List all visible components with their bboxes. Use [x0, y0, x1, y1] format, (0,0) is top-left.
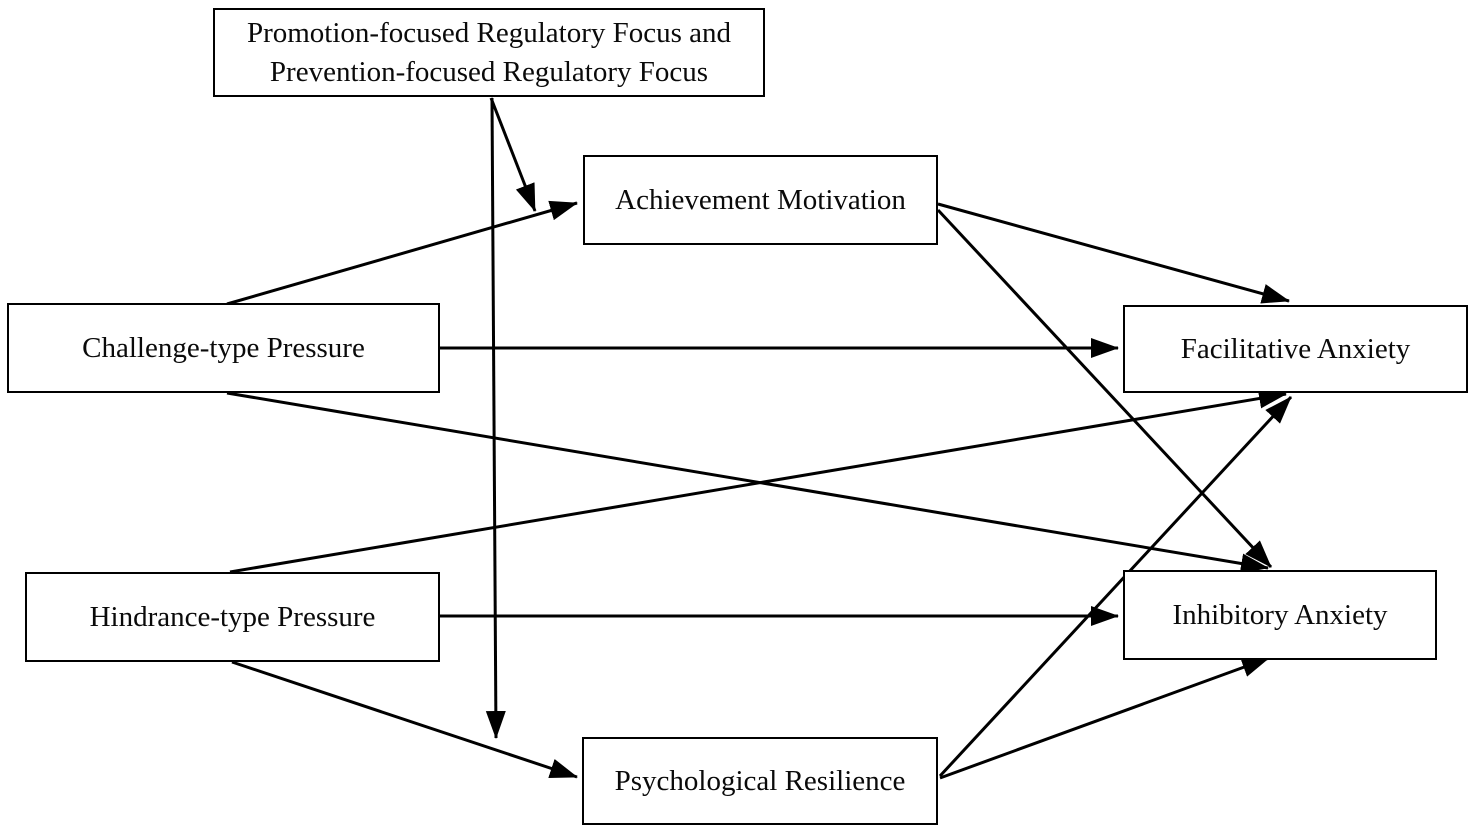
- edge-regfocus-moderates-hindrance-resilience: [485, 97, 506, 739]
- edge-hindrance-to-resilience: [231, 660, 578, 779]
- node-challenge-pressure: Challenge-type Pressure: [7, 303, 440, 393]
- regulatory-focus-label-line2: Prevention-focused Regulatory Focus: [269, 55, 709, 88]
- hindrance-pressure-label: Hindrance-type Pressure: [89, 600, 376, 633]
- achievement-motivation-label: Achievement Motivation: [615, 183, 906, 216]
- node-hindrance-pressure: Hindrance-type Pressure: [25, 572, 440, 662]
- edge-achievement-to-facilitative: [937, 202, 1290, 304]
- node-regulatory-focus: Promotion-focused Regulatory Focus and P…: [213, 8, 765, 97]
- node-facilitative-anxiety: Facilitative Anxiety: [1123, 305, 1468, 393]
- edge-regfocus-moderates-challenge-achievement: [489, 97, 537, 212]
- challenge-pressure-label: Challenge-type Pressure: [82, 331, 365, 364]
- edge-challenge-to-inhibitory: [226, 391, 1269, 574]
- edge-hindrance-to-facilitative: [229, 388, 1287, 574]
- node-psychological-resilience: Psychological Resilience: [582, 737, 938, 825]
- edge-achievement-to-inhibitory: [936, 208, 1273, 569]
- regulatory-focus-label-line1: Promotion-focused Regulatory Focus and: [246, 17, 732, 50]
- psychological-resilience-label: Psychological Resilience: [614, 764, 906, 797]
- edge-resilience-to-facilitative: [938, 395, 1293, 778]
- facilitative-anxiety-label: Facilitative Anxiety: [1180, 332, 1411, 365]
- inhibitory-anxiety-label: Inhibitory Anxiety: [1172, 598, 1388, 631]
- node-inhibitory-anxiety: Inhibitory Anxiety: [1123, 570, 1437, 660]
- edge-challenge-to-achievement: [226, 200, 578, 306]
- node-achievement-motivation: Achievement Motivation: [583, 155, 938, 245]
- edge-resilience-to-inhibitory: [939, 656, 1270, 780]
